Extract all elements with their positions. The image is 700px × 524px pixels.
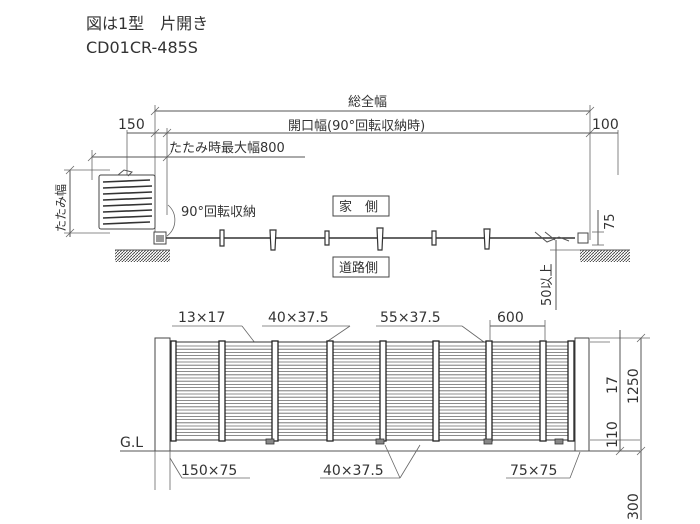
member-label-13x17: 13×17 bbox=[178, 310, 225, 326]
left-dim-150: 150 bbox=[118, 117, 145, 133]
dim-75: 75 bbox=[603, 213, 618, 230]
bottom-label-150x75: 150×75 bbox=[181, 463, 237, 479]
house-side-label: 家 側 bbox=[339, 199, 378, 215]
ground-right bbox=[580, 250, 630, 262]
gate-panels bbox=[170, 340, 576, 445]
road-side-box bbox=[332, 256, 390, 278]
folded-gate-stack bbox=[98, 169, 156, 230]
gl-label: G.L bbox=[120, 435, 143, 451]
hinge-marks bbox=[219, 227, 491, 251]
folded-max-width-label: たたみ時最大幅800 bbox=[169, 141, 285, 156]
plan-view: 総全幅 150 100 開口幅(90°回転収納時) たたみ時最大幅800 たたみ… bbox=[53, 94, 630, 310]
bottom-label-75x75: 75×75 bbox=[510, 463, 557, 479]
road-side-label: 道路側 bbox=[339, 260, 378, 276]
house-side-box bbox=[332, 195, 390, 217]
folded-depth-label: たたみ幅 bbox=[53, 184, 68, 232]
total-width-label: 総全幅 bbox=[348, 94, 387, 110]
rotation-label: 90°回転収納 bbox=[181, 205, 256, 220]
model-number: CD01CR-485S bbox=[86, 38, 198, 57]
opening-width-label: 開口幅(90°回転収納時) bbox=[288, 119, 425, 134]
dim-110: 110 bbox=[605, 421, 621, 448]
right-dim-100: 100 bbox=[592, 117, 619, 133]
member-label-40x37-5: 40×37.5 bbox=[268, 310, 329, 326]
member-label-55x37-5: 55×37.5 bbox=[380, 310, 441, 326]
ground-left bbox=[115, 250, 170, 262]
elevation-left-post bbox=[154, 337, 171, 452]
dim-50-min: 50以上 bbox=[540, 263, 555, 306]
drawing-title: 図は1型 片開き bbox=[86, 14, 208, 33]
member-label-600: 600 bbox=[497, 310, 524, 326]
dim-1250: 1250 bbox=[626, 368, 642, 404]
dim-17: 17 bbox=[605, 376, 621, 394]
elevation-right-post bbox=[574, 337, 590, 452]
right-post bbox=[577, 232, 589, 244]
elevation-view: 13×17 40×37.5 55×37.5 600 bbox=[120, 310, 650, 520]
dim-300: 300 bbox=[626, 493, 642, 520]
bottom-label-40x37-5: 40×37.5 bbox=[323, 463, 384, 479]
